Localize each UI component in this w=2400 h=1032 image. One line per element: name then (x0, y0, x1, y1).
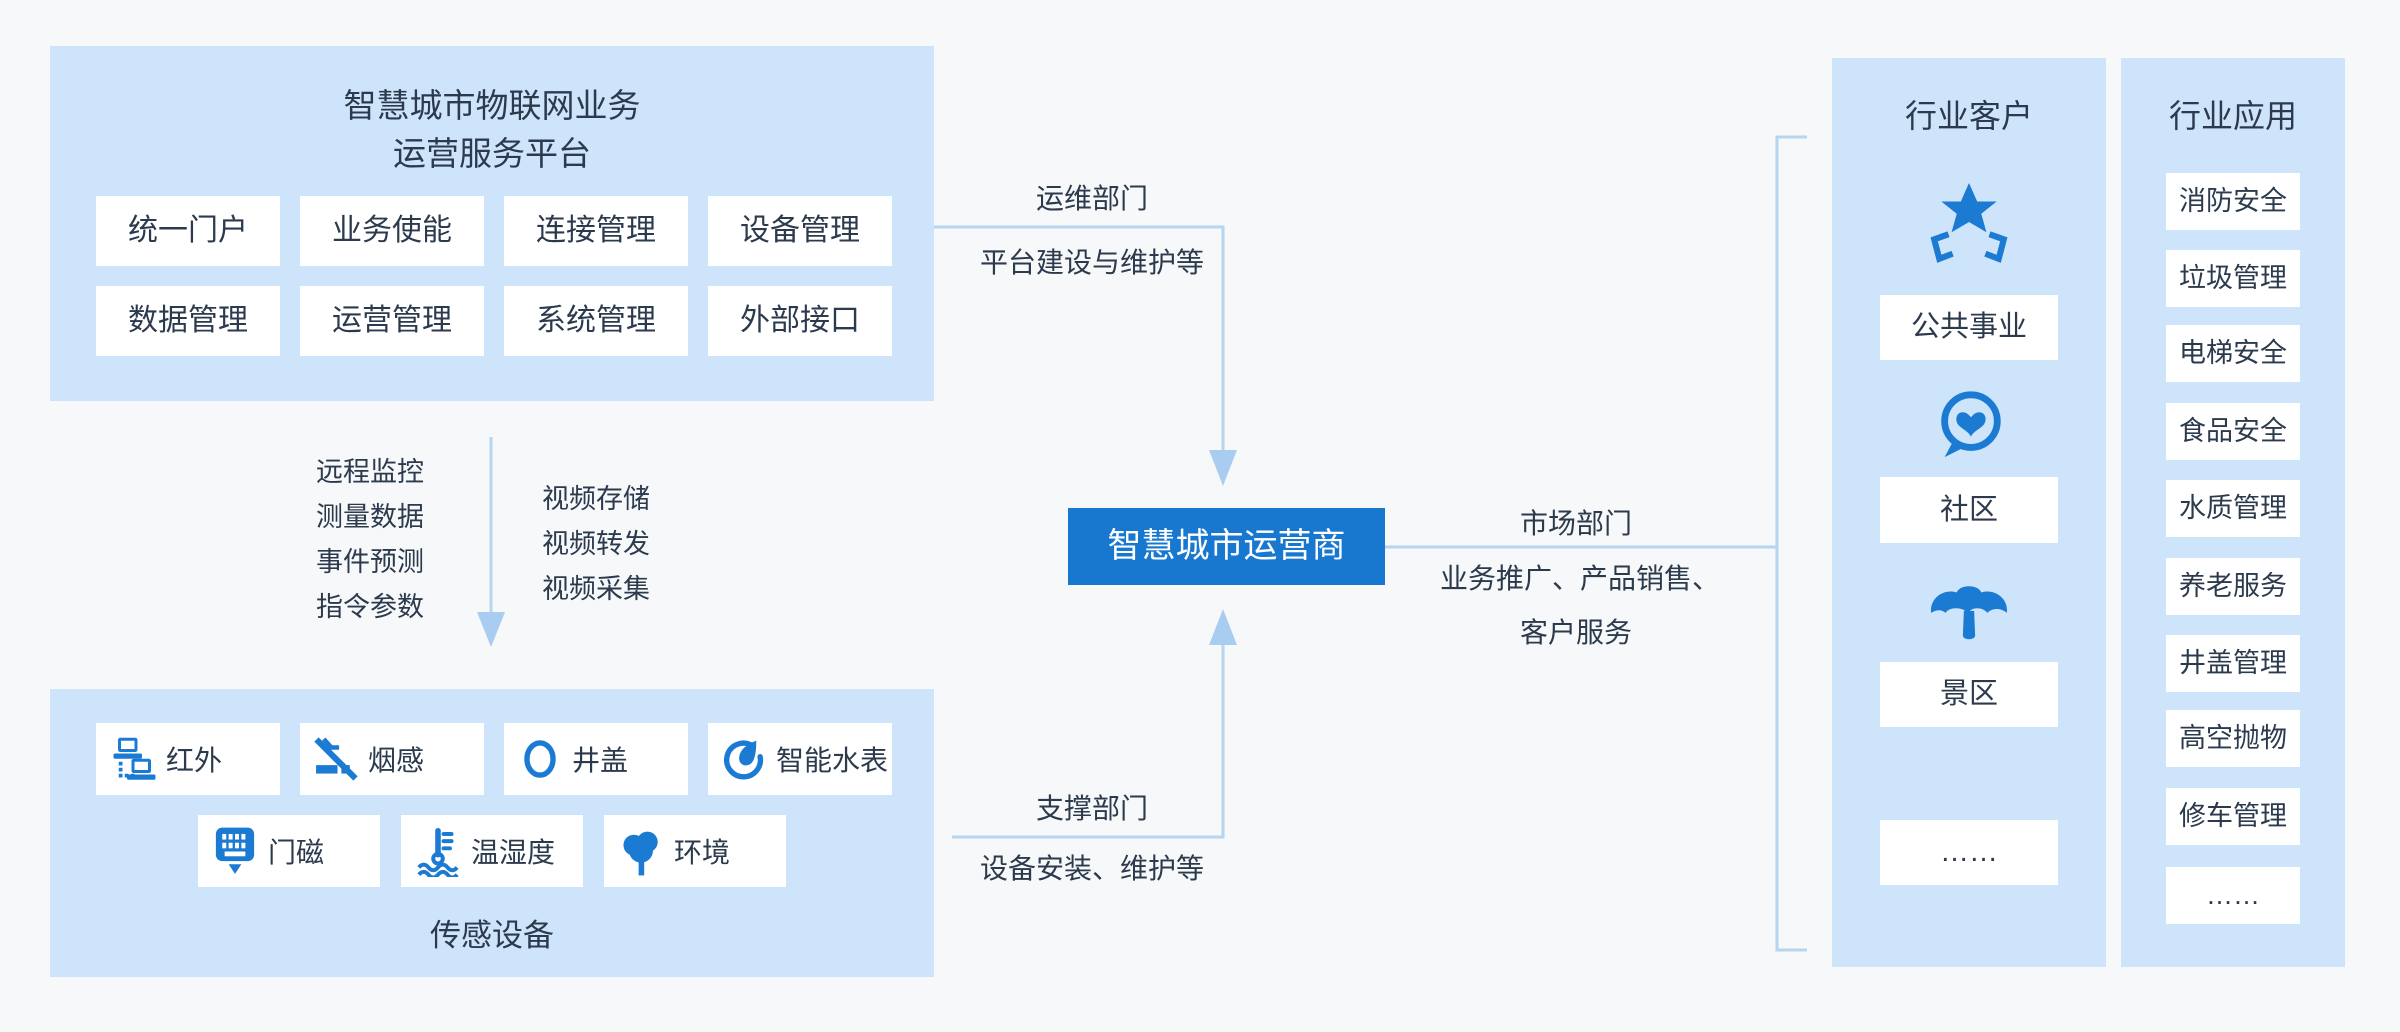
monitor-data-item: 测量数据 (316, 502, 424, 532)
app-box-elevator-safety: 电梯安全 (2166, 325, 2300, 382)
smoke-sensor-icon (313, 736, 359, 782)
sensor-label: 烟感 (368, 745, 425, 776)
app-box-garbage-mgmt: 垃圾管理 (2166, 250, 2300, 307)
sensor-box-water-meter: 智能水表 (708, 723, 892, 795)
module-box-connection-mgmt: 连接管理 (504, 196, 688, 266)
sensor-box-infrared: 红外 (96, 723, 280, 795)
platform-title: 智慧城市物联网业务 运营服务平台 (50, 82, 934, 178)
app-box-elderly-care: 养老服务 (2166, 558, 2300, 615)
sensor-panel: 红外 烟感 井盖 (50, 689, 934, 977)
infrared-icon (109, 736, 157, 783)
customer-box-public-utilities: 公共事业 (1880, 295, 2058, 360)
utilities-star-icon (1917, 181, 2021, 267)
app-box-food-safety: 食品安全 (2166, 403, 2300, 460)
operator-box: 智慧城市运营商 (1068, 508, 1385, 585)
app-box-vehicle-repair: 修车管理 (2166, 788, 2300, 845)
sensor-box-environment: 环境 (604, 815, 786, 887)
customer-box-more: …… (1880, 820, 2058, 885)
market-dept-desc-line1: 业务推广、产品销售、 (1440, 563, 1721, 594)
video-data-item: 视频采集 (542, 574, 650, 604)
video-data-item: 视频存储 (542, 484, 650, 514)
monitor-data-list: 远程监控 测量数据 事件预测 指令参数 (288, 450, 452, 630)
customers-bracket-line (1775, 135, 1807, 952)
monitor-data-item: 远程监控 (316, 457, 424, 487)
app-box-water-quality: 水质管理 (2166, 480, 2300, 537)
industry-customers-panel: 行业客户 公共事业 社区 景区 …… (1832, 58, 2106, 967)
sensor-label: 环境 (674, 837, 731, 868)
arrowhead-up-to-operator (1209, 609, 1237, 645)
video-data-list: 视频存储 视频转发 视频采集 (514, 477, 678, 612)
maintenance-dept-desc: 平台建设与维护等 (979, 247, 1204, 278)
sensor-box-temp-humidity: 温湿度 (401, 815, 583, 887)
module-box-external-interface: 外部接口 (708, 286, 892, 356)
sensor-box-manhole: 井盖 (504, 723, 688, 795)
maintenance-dept-name: 运维部门 (1035, 183, 1148, 214)
sensor-panel-caption: 传感设备 (430, 918, 554, 953)
sensor-label: 智能水表 (776, 745, 889, 776)
monitor-data-item: 事件预测 (316, 547, 424, 577)
support-dept-name: 支撑部门 (1035, 793, 1148, 824)
customer-box-scenic-area: 景区 (1880, 662, 2058, 727)
door-magnet-icon (211, 826, 259, 877)
industry-applications-title: 行业应用 (2168, 98, 2297, 134)
environment-tree-icon (617, 826, 665, 877)
industry-customers-title: 行业客户 (1904, 98, 2033, 134)
manhole-icon (517, 736, 563, 782)
water-meter-icon (721, 736, 767, 782)
sensor-label: 门磁 (268, 837, 325, 868)
community-heart-icon (1930, 386, 2008, 464)
app-box-fire-safety: 消防安全 (2166, 173, 2300, 230)
sensor-box-door-magnet: 门磁 (198, 815, 380, 887)
platform-panel: 智慧城市物联网业务 运营服务平台 统一门户 业务使能 连接管理 设备管理 数据管… (50, 46, 934, 401)
module-box-unified-portal: 统一门户 (96, 196, 280, 266)
sensor-label: 温湿度 (471, 837, 556, 868)
market-dept-desc-line2: 客户服务 (1519, 617, 1632, 648)
module-box-service-enablement: 业务使能 (300, 196, 484, 266)
scenic-tree-icon (1923, 582, 2015, 654)
support-dept-desc: 设备安装、维护等 (979, 853, 1204, 884)
arrowhead-down-to-sensor (477, 612, 505, 647)
monitor-data-item: 指令参数 (316, 592, 424, 622)
app-box-more: …… (2166, 867, 2300, 924)
app-box-manhole-mgmt: 井盖管理 (2166, 635, 2300, 692)
arrowhead-down-to-operator (1209, 450, 1237, 486)
app-box-falling-objects: 高空抛物 (2166, 710, 2300, 767)
module-box-system-mgmt: 系统管理 (504, 286, 688, 356)
customer-box-community: 社区 (1880, 477, 2058, 543)
sensor-label: 红外 (166, 745, 223, 776)
sensor-label: 井盖 (572, 745, 629, 776)
temp-humidity-icon (414, 826, 462, 877)
platform-title-line2: 运营服务平台 (393, 135, 591, 172)
platform-title-line1: 智慧城市物联网业务 (343, 87, 641, 124)
module-box-data-mgmt: 数据管理 (96, 286, 280, 356)
module-box-operation-mgmt: 运营管理 (300, 286, 484, 356)
market-dept-name: 市场部门 (1519, 508, 1632, 539)
video-data-item: 视频转发 (542, 529, 650, 559)
module-box-device-mgmt: 设备管理 (708, 196, 892, 266)
industry-applications-panel: 行业应用 消防安全 垃圾管理 电梯安全 食品安全 水质管理 养老服务 井盖管理 … (2121, 58, 2345, 967)
sensor-box-smoke: 烟感 (300, 723, 484, 795)
